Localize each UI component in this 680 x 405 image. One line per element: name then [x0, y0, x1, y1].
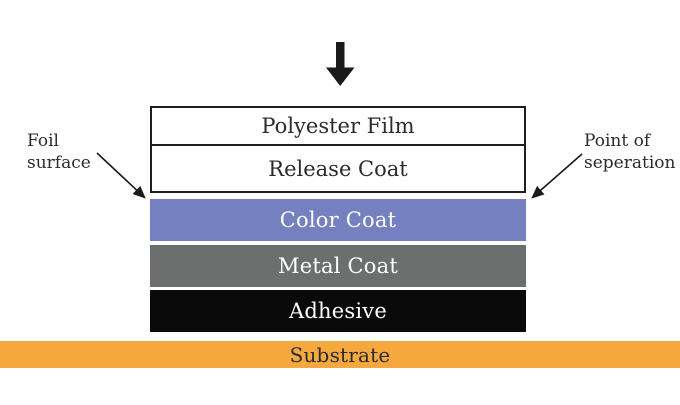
polyester-film-label: Polyester Film [261, 114, 415, 138]
foil-surface-label: Foil surface [27, 130, 91, 174]
color-coat-layer: Color Coat [150, 199, 526, 241]
metal-coat-label: Metal Coat [278, 254, 398, 278]
adhesive-label: Adhesive [289, 299, 387, 323]
polyester-film-layer: Polyester Film [152, 108, 524, 146]
substrate-label: Substrate [289, 342, 391, 367]
foil-surface-label-line1: Foil [27, 131, 59, 151]
foil-surface-arrow-icon [96, 152, 146, 199]
down-arrow-icon [326, 42, 355, 86]
point-of-separation-arrow-icon [531, 153, 583, 199]
film-release-box: Polyester Film Release Coat [150, 106, 526, 193]
metal-coat-layer: Metal Coat [150, 245, 526, 287]
release-coat-layer: Release Coat [152, 146, 524, 191]
foil-surface-label-line2: surface [27, 153, 91, 173]
point-of-separation-label-line1: Point of [584, 131, 651, 151]
point-of-separation-label-line2: seperation [584, 153, 676, 173]
adhesive-layer: Adhesive [150, 290, 526, 332]
point-of-separation-label: Point of seperation [584, 130, 675, 174]
substrate-bar: Substrate [0, 341, 680, 368]
release-coat-label: Release Coat [268, 156, 408, 181]
color-coat-label: Color Coat [279, 208, 397, 232]
